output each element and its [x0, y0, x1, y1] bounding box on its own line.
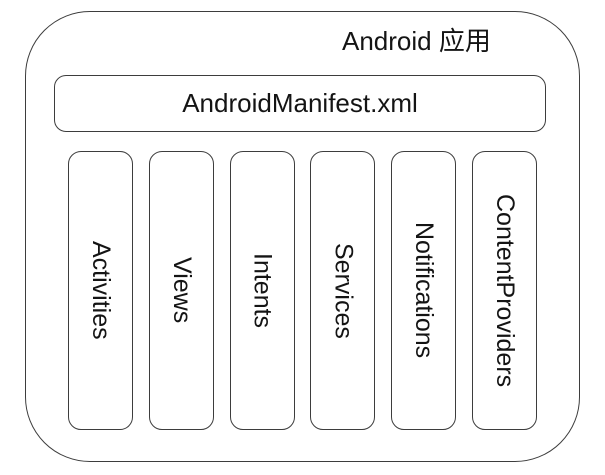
component-box-notifications: Notifications: [391, 151, 457, 430]
component-label-activities: Activities: [87, 241, 115, 340]
components-row: Activities Views Intents Services Notifi…: [68, 151, 537, 430]
component-box-intents: Intents: [229, 151, 295, 430]
android-app-container: Android 应用 AndroidManifest.xml Activitie…: [25, 11, 580, 462]
component-label-contentproviders: ContentProviders: [490, 193, 519, 388]
diagram-title: Android 应用: [342, 26, 491, 56]
component-box-contentproviders: ContentProviders: [471, 151, 537, 430]
component-label-intents: Intents: [248, 252, 277, 329]
component-box-activities: Activities: [68, 151, 133, 430]
component-label-views: Views: [167, 257, 196, 324]
component-label-services: Services: [329, 242, 358, 339]
manifest-box: AndroidManifest.xml: [54, 75, 546, 132]
component-box-services: Services: [310, 151, 376, 430]
component-box-views: Views: [148, 151, 214, 430]
manifest-label: AndroidManifest.xml: [182, 88, 418, 118]
component-label-notifications: Notifications: [410, 222, 439, 359]
